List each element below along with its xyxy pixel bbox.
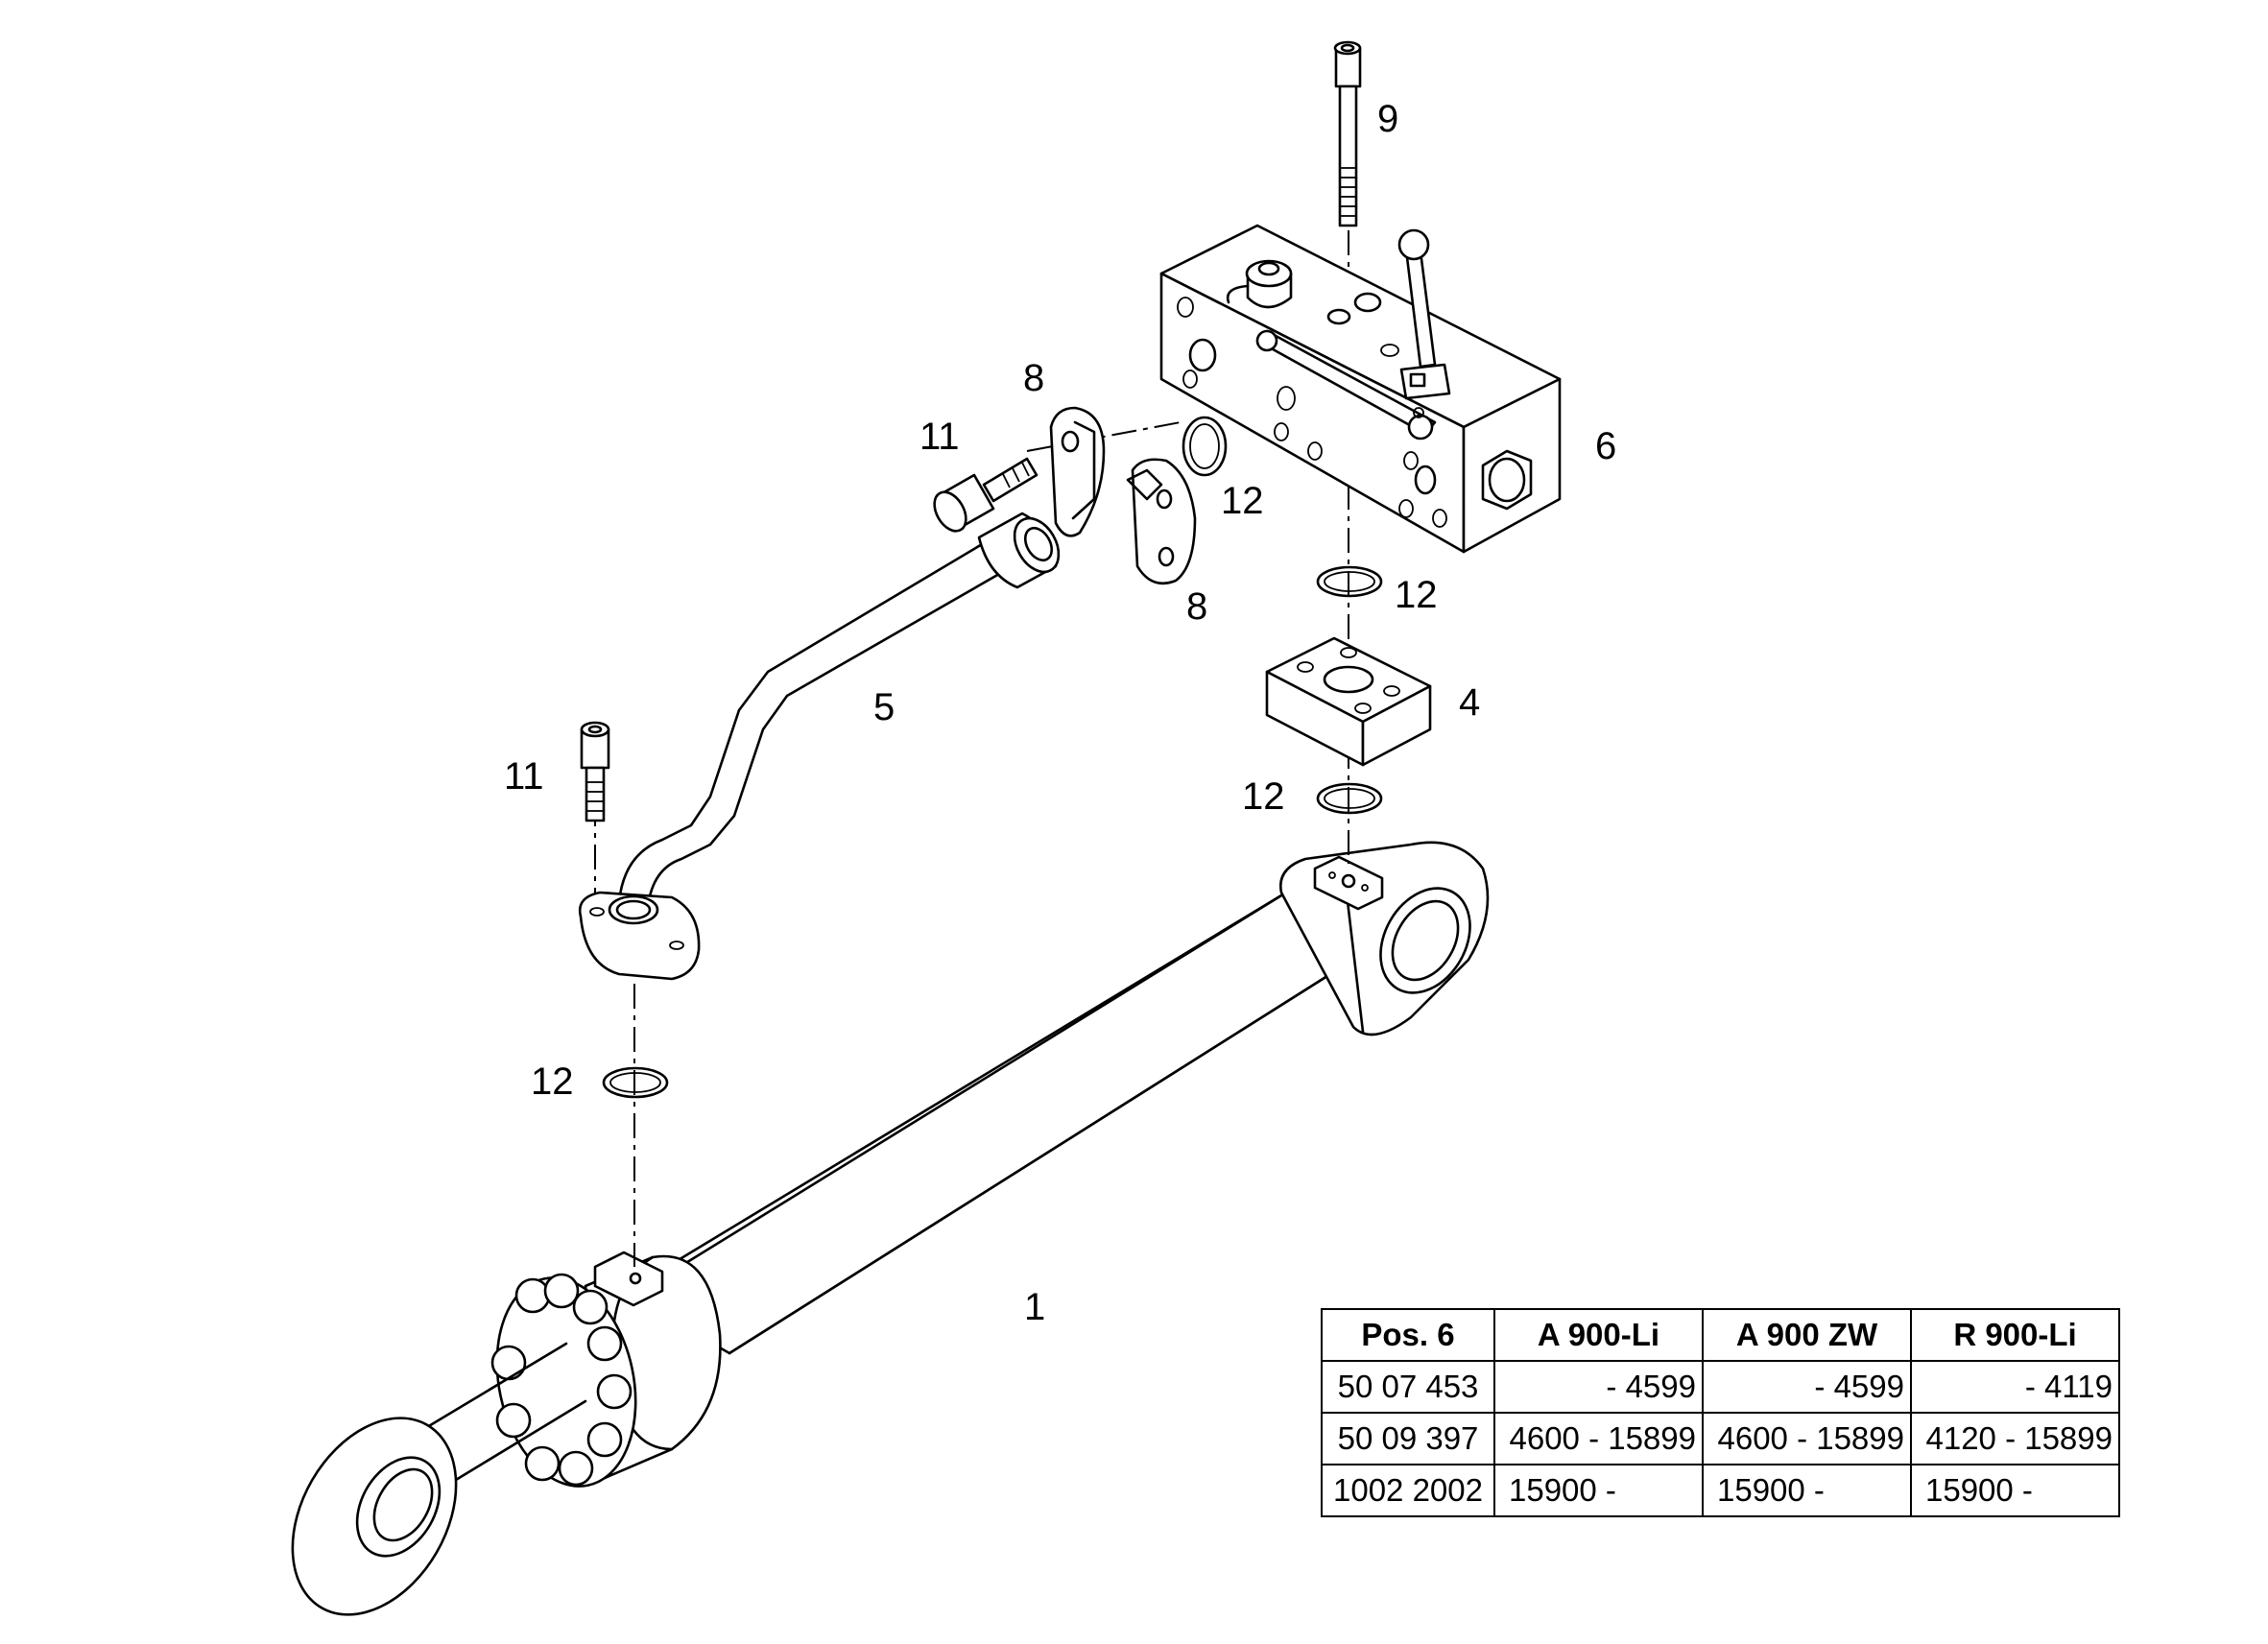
table-row: 50 09 397 4600 - 15899 4600 - 15899 4120… [1321,1412,2120,1465]
table-cell: 1002 2002 [1321,1464,1495,1517]
callout-4: 4 [1459,681,1480,724]
callout-1: 1 [1024,1286,1045,1328]
callout-9: 9 [1377,98,1398,140]
table-cell: - 4599 [1702,1360,1912,1414]
column-header: A 900-Li [1493,1308,1704,1362]
bolt-11-upper [933,457,1039,533]
callout-5: 5 [873,686,895,728]
callout-12-block: 12 [1395,574,1438,616]
table-header-row: Pos. 6 A 900-Li A 900 ZW R 900-Li [1321,1308,2120,1362]
table-cell: 15900 - [1493,1464,1704,1517]
table-row: 1002 2002 15900 - 15900 - 15900 - [1321,1464,2120,1517]
table-cell: 50 09 397 [1321,1412,1495,1465]
column-header: Pos. 6 [1321,1308,1495,1362]
table-cell: 15900 - [1702,1464,1912,1517]
callout-6: 6 [1595,425,1616,467]
table-cell: - 4119 [1910,1360,2120,1414]
callout-labels: 1 4 5 6 8 8 9 11 11 12 12 12 12 [504,98,1616,1328]
table-cell: - 4599 [1493,1360,1704,1414]
callout-12-cylinder: 12 [531,1060,574,1103]
position-variant-table: Pos. 6 A 900-Li A 900 ZW R 900-Li 50 07 … [1321,1308,2120,1517]
pipe-5 [578,512,1061,981]
o-rings [602,416,1383,1099]
bolt-11-lower [580,721,610,822]
callout-11-lower: 11 [504,755,544,798]
valve-block [1159,224,1562,554]
table-cell: 50 07 453 [1321,1360,1495,1414]
table-cell: 4600 - 15899 [1702,1412,1912,1465]
callout-8-top: 8 [1023,357,1044,399]
callout-12-flange: 12 [1221,480,1264,522]
callout-11-upper: 11 [919,416,960,458]
adapter-plate [1265,636,1432,767]
column-header: A 900 ZW [1702,1308,1912,1362]
split-flange-halves [1049,406,1197,585]
table-cell: 4120 - 15899 [1910,1412,2120,1465]
table-cell: 4600 - 15899 [1493,1412,1704,1465]
table-cell: 15900 - [1910,1464,2120,1517]
bolt-9 [1333,40,1362,227]
callout-12-plate: 12 [1242,775,1285,818]
table-row: 50 07 453 - 4599 - 4599 - 4119 [1321,1360,2120,1414]
hydraulic-cylinder [291,841,1490,1616]
column-header: R 900-Li [1910,1308,2120,1362]
callout-8-bottom: 8 [1186,585,1207,628]
